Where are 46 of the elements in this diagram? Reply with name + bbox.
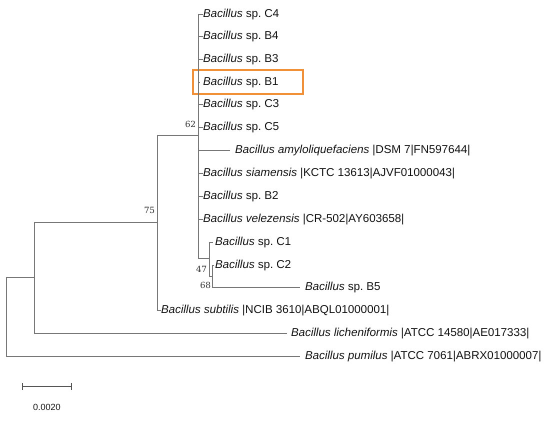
- taxon-label: Bacillus velezensis |CR-502|AY603658|: [203, 212, 404, 226]
- branch-line: [158, 135, 198, 136]
- branch-line: [34, 222, 35, 334]
- branch-line: [157, 135, 158, 311]
- branch-line: [198, 104, 204, 105]
- branch-line: [198, 14, 199, 259]
- branch-line: [210, 276, 212, 277]
- branch-line: [212, 287, 300, 288]
- branch-line: [198, 196, 204, 197]
- bootstrap-value: 68: [200, 281, 211, 291]
- taxon-label: Bacillus sp. C5: [203, 120, 280, 134]
- bootstrap-value: 47: [196, 265, 207, 275]
- taxon-label: Bacillus sp. B3: [203, 52, 278, 66]
- branch-line: [198, 258, 210, 259]
- taxon-label: Bacillus amyloliquefaciens |DSM 7|FN597644|: [235, 143, 470, 157]
- branch-line: [198, 173, 204, 174]
- branch-line: [6, 356, 300, 357]
- branch-line: [6, 277, 7, 357]
- branch-line: [210, 242, 214, 243]
- taxon-label: Bacillus sp. C3: [203, 97, 280, 111]
- bootstrap-value: 75: [144, 206, 155, 216]
- branch-line: [198, 59, 204, 60]
- branch-line: [198, 219, 204, 220]
- taxon-label: Bacillus sp. C2: [215, 258, 292, 272]
- taxon-label: Bacillus sp. B2: [203, 189, 278, 203]
- taxon-label: Bacillus sp. B1: [192, 69, 304, 95]
- branch-line: [209, 242, 210, 277]
- branch-line: [198, 14, 204, 15]
- branch-line: [198, 150, 230, 151]
- branch-line: [34, 333, 288, 334]
- taxon-label: Bacillus sp. B5: [305, 280, 380, 294]
- taxon-label: Bacillus pumilus |ATCC 7061|ABRX01000007|: [305, 349, 542, 363]
- taxon-label: Bacillus sp. C1: [215, 235, 292, 249]
- taxon-label: Bacillus subtilis |NCIB 3610|ABQL01000001|: [161, 303, 390, 317]
- taxon-label: Bacillus sp. B4: [203, 29, 278, 43]
- taxon-label: Bacillus licheniformis |ATCC 14580|AE017333|: [291, 326, 530, 340]
- branch-line: [212, 265, 213, 288]
- taxon-label: Bacillus sp. C4: [203, 7, 280, 21]
- branch-line: [6, 277, 34, 278]
- bootstrap-value: 62: [185, 120, 196, 130]
- scale-value: 0.0020: [33, 402, 61, 412]
- branch-line: [158, 310, 162, 311]
- branch-line: [34, 222, 158, 223]
- branch-line: [198, 127, 204, 128]
- taxon-label: Bacillus siamensis |KCTC 13613|AJVF01000043|: [203, 166, 455, 180]
- branch-line: [198, 36, 204, 37]
